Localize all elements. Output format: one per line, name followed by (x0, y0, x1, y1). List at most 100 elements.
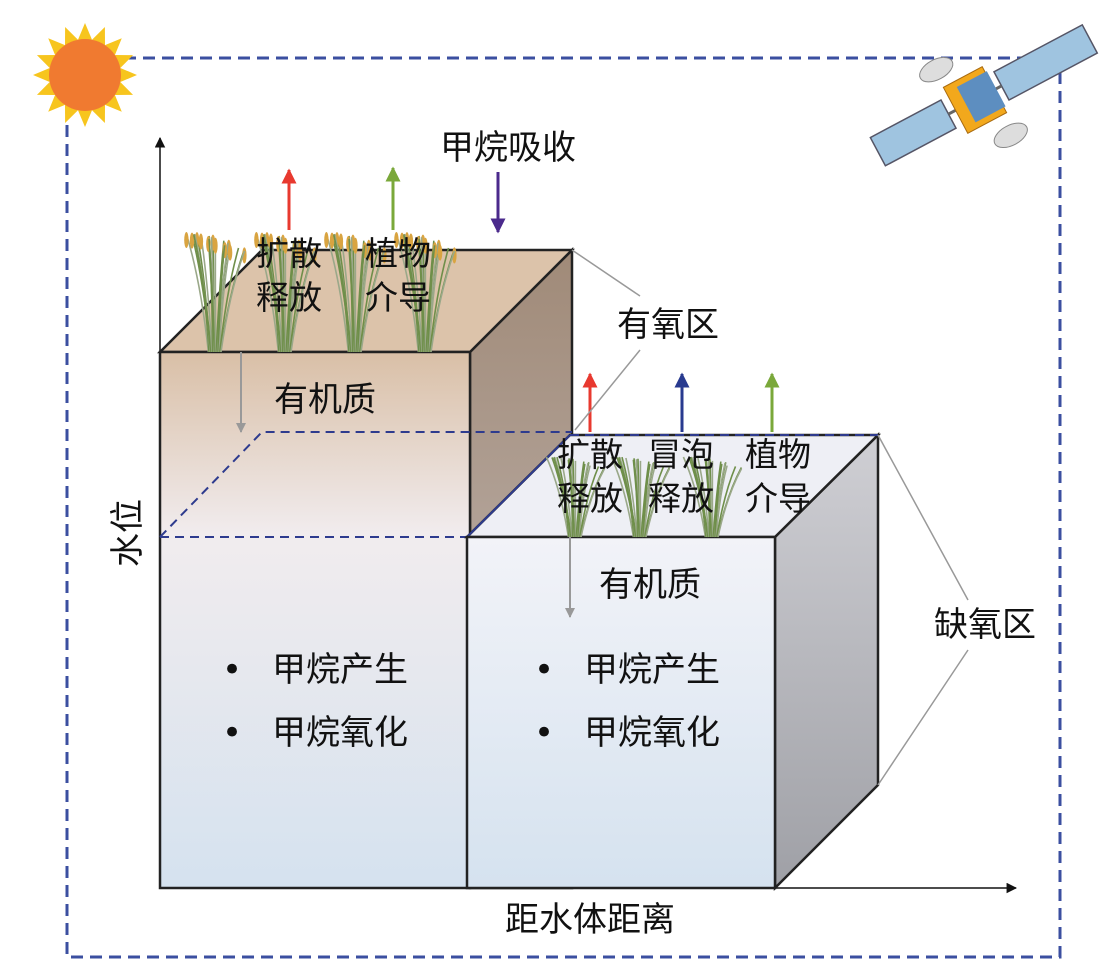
grass-blade (359, 247, 380, 353)
right-bullet-oxidation: 甲烷氧化 (534, 712, 720, 755)
grass-blade (427, 245, 436, 353)
grass-blade (644, 466, 665, 538)
sun-ray (48, 95, 65, 112)
grass-blade (633, 460, 641, 538)
sun-ray (105, 95, 122, 112)
sun-ray (77, 23, 93, 40)
label-line: 介导 (365, 278, 431, 317)
grass-ear (437, 244, 443, 261)
grass-ear (324, 232, 329, 248)
left-bullet-oxidation: 甲烷氧化 (222, 712, 408, 755)
grass-blade (716, 466, 737, 538)
left-bullet-production: 甲烷产生 (222, 649, 408, 692)
grass-ear (283, 237, 288, 254)
grass-blade (255, 233, 280, 353)
wetland-plants (184, 232, 743, 538)
grass-blade (643, 465, 656, 538)
sun-ray (77, 110, 93, 127)
grass-blade (682, 456, 707, 538)
grass-blade (429, 247, 450, 353)
grass-blade (618, 457, 638, 538)
grass-ear (213, 237, 218, 254)
grass-blade (697, 457, 710, 538)
grass-blade (220, 250, 246, 353)
grass-blade (418, 238, 426, 353)
grass-ear (184, 232, 189, 248)
grass-blade (580, 468, 606, 538)
grass-ear (268, 233, 274, 250)
label-line: 介导 (745, 479, 811, 518)
grass-blade (717, 468, 743, 538)
grass-blade (690, 457, 710, 538)
grass-blade (577, 464, 586, 538)
grass-blade (360, 250, 386, 353)
sun-ray (105, 38, 122, 55)
grass-ear (353, 237, 358, 254)
aerobic-zone-label: 有氧区 (617, 304, 719, 345)
grass-blade (712, 461, 722, 538)
grass-ear (329, 232, 335, 249)
grass-ear (312, 247, 317, 264)
grass-blade (348, 238, 356, 353)
grass-blade (333, 234, 353, 353)
grass-ear (198, 233, 204, 250)
grass-blade (357, 245, 366, 353)
grass-blade (278, 238, 286, 353)
x-axis-label: 距水体距离 (505, 899, 675, 940)
label-line: 扩散 (557, 435, 623, 474)
grass-blade (553, 457, 573, 538)
grass-ear (382, 247, 387, 264)
grass-ear (189, 232, 195, 249)
y-axis-label: 水位 (107, 499, 148, 567)
grass-ear (408, 233, 414, 250)
grass-blade (579, 466, 600, 538)
grass-blade (714, 464, 723, 538)
sun-ray (48, 38, 65, 55)
grass-ear (452, 247, 457, 264)
label-line: 扩散 (256, 234, 322, 273)
grass-blade (430, 250, 456, 353)
left-plant-label: 植物介导 (365, 232, 431, 320)
label-line: 释放 (557, 479, 623, 518)
grass-blade (568, 460, 576, 538)
grass-blade (289, 247, 310, 353)
grass-ear (297, 244, 303, 261)
sun-ray (120, 67, 137, 83)
grass-ear (399, 232, 405, 249)
grass-blade (287, 245, 296, 353)
grass-blade (193, 234, 213, 353)
grass-ear (394, 232, 399, 248)
grass-blade (185, 233, 210, 353)
grass-blade (263, 234, 283, 353)
grass-blade (219, 247, 240, 353)
grass-blade (625, 457, 638, 538)
leader-lines (571, 249, 969, 786)
grass-blade (217, 245, 226, 353)
frame-dashed-border (65, 56, 1062, 959)
grass-blade (610, 456, 635, 538)
grass-ear (423, 237, 428, 254)
grass-blade (578, 465, 591, 538)
grass-blade (208, 238, 216, 353)
grass-ear (254, 232, 259, 248)
sun-icon (33, 23, 137, 127)
label-line: 植物 (745, 435, 811, 474)
grass-ear (242, 247, 247, 264)
grass-blade (575, 461, 585, 538)
right-ebullition-label: 冒泡释放 (648, 433, 714, 521)
label-line: 释放 (648, 479, 714, 518)
left-diffusion-label: 扩散释放 (256, 232, 322, 320)
grass-blade (642, 464, 651, 538)
grass-ear (367, 244, 373, 261)
grass-ear (227, 244, 233, 261)
water-table-dashed (159, 431, 572, 538)
grass-blade (325, 233, 350, 353)
grass-blade (645, 468, 671, 538)
grass-blade (560, 457, 573, 538)
grass-ear (259, 232, 265, 249)
label-line: 释放 (256, 278, 322, 317)
grass-blade (640, 461, 650, 538)
label-line: 冒泡 (648, 435, 714, 474)
right-bullet-production: 甲烷产生 (534, 649, 720, 692)
